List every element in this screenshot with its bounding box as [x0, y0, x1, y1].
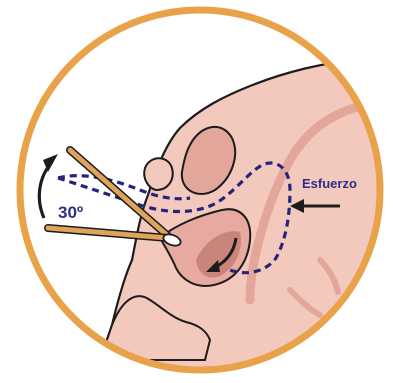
strain-label: Esfuerzo [302, 176, 357, 191]
pubic-structure [144, 158, 172, 190]
angle-label: 30º [58, 203, 83, 222]
